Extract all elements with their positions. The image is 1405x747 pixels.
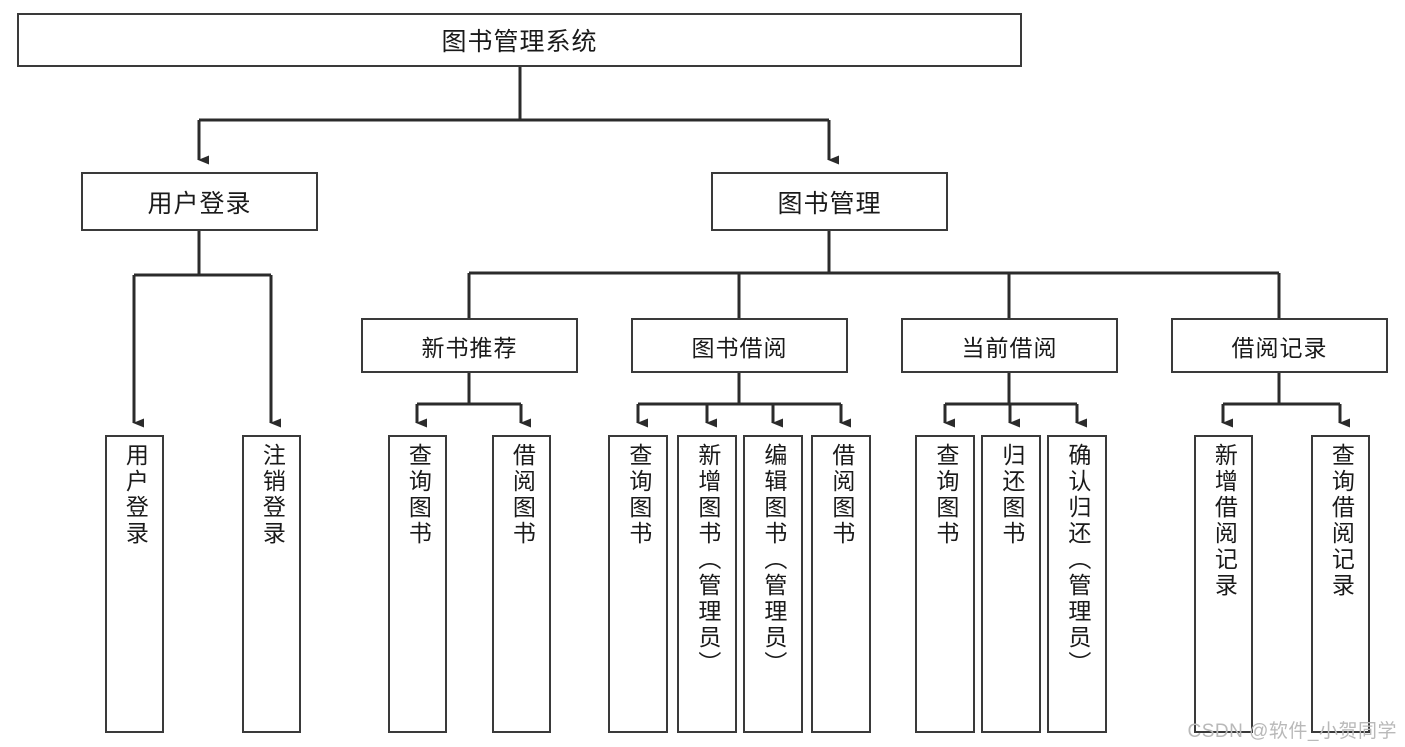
leaf-add-book-admin[interactable]: 新增图书（管理员） — [677, 435, 737, 733]
node-label: 用户登录 — [122, 443, 149, 547]
node-label: 编辑图书（管理员） — [760, 443, 787, 677]
node-label: 查询借阅记录 — [1328, 443, 1355, 599]
node-label: 新增借阅记录 — [1211, 443, 1238, 599]
node-label: 当前借阅 — [961, 334, 1058, 361]
node-label: 查询图书 — [932, 443, 959, 547]
node-root-book-management-system[interactable]: 图书管理系统 — [17, 13, 1022, 67]
leaf-query-book-current[interactable]: 查询图书 — [915, 435, 975, 733]
node-borrow-record[interactable]: 借阅记录 — [1171, 318, 1388, 373]
node-book-borrow[interactable]: 图书借阅 — [631, 318, 848, 373]
leaf-add-borrow-record[interactable]: 新增借阅记录 — [1194, 435, 1253, 733]
node-label: 新增图书（管理员） — [694, 443, 721, 677]
leaf-query-borrow-record[interactable]: 查询借阅记录 — [1311, 435, 1370, 733]
leaf-borrow-book-new-recommend[interactable]: 借阅图书 — [492, 435, 551, 733]
node-label: 借阅记录 — [1231, 334, 1328, 361]
node-label: 归还图书 — [998, 443, 1025, 547]
node-new-book-recommend[interactable]: 新书推荐 — [361, 318, 578, 373]
leaf-user-logout[interactable]: 注销登录 — [242, 435, 301, 733]
node-label: 新书推荐 — [421, 334, 518, 361]
node-label: 确认归还（管理员） — [1064, 443, 1091, 677]
node-label: 用户登录 — [147, 189, 252, 218]
leaf-query-book-borrow[interactable]: 查询图书 — [608, 435, 668, 733]
leaf-return-book[interactable]: 归还图书 — [981, 435, 1041, 733]
leaf-borrow-book-borrow[interactable]: 借阅图书 — [811, 435, 871, 733]
leaf-edit-book-admin[interactable]: 编辑图书（管理员） — [743, 435, 803, 733]
watermark-text: CSDN @软件_小贺同学 — [1187, 721, 1397, 742]
node-label: 注销登录 — [259, 443, 286, 547]
node-label: 图书管理 — [777, 189, 882, 218]
node-label: 查询图书 — [405, 443, 432, 547]
node-label: 图书借阅 — [691, 334, 788, 361]
node-label: 借阅图书 — [509, 443, 536, 547]
node-book-management[interactable]: 图书管理 — [711, 172, 948, 231]
leaf-confirm-return-admin[interactable]: 确认归还（管理员） — [1047, 435, 1107, 733]
node-current-borrow[interactable]: 当前借阅 — [901, 318, 1118, 373]
leaf-user-login[interactable]: 用户登录 — [105, 435, 164, 733]
node-user-login[interactable]: 用户登录 — [81, 172, 318, 231]
leaf-query-book-new-recommend[interactable]: 查询图书 — [388, 435, 447, 733]
node-label: 查询图书 — [625, 443, 652, 547]
node-label: 借阅图书 — [828, 443, 855, 547]
node-label: 图书管理系统 — [441, 28, 598, 56]
